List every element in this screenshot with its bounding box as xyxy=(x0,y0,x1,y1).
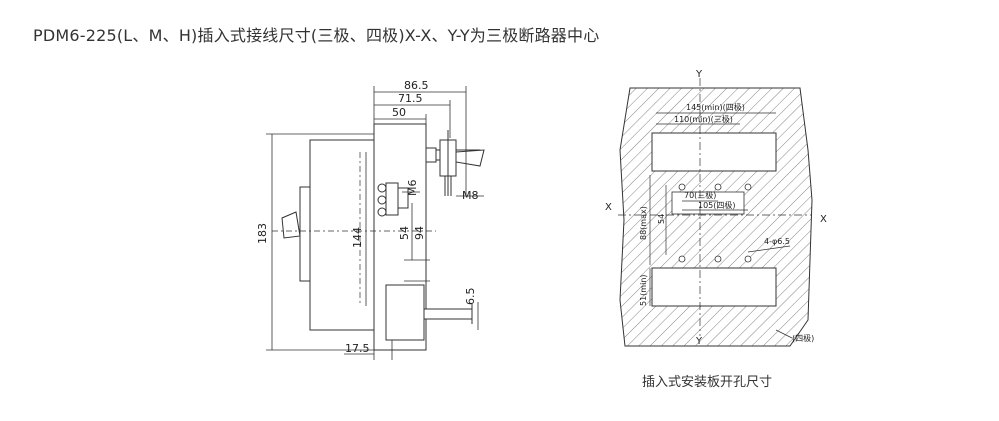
dim-17-5: 17.5 xyxy=(345,342,370,355)
axis-y-top: Y xyxy=(695,69,703,80)
dim-m6: M6 xyxy=(406,180,419,197)
panel-cutout-dimensions: Y Y X X 145(min)(四极) 110(min)(三极) 70(三极)… xyxy=(605,69,827,347)
dim-54: 54 xyxy=(398,226,411,240)
dim-94: 94 xyxy=(413,226,426,240)
dim-50: 50 xyxy=(392,106,406,119)
dim-71-5: 71.5 xyxy=(398,92,423,105)
axis-y-bottom: Y xyxy=(695,336,703,347)
axis-x-right: X xyxy=(820,214,827,225)
dim-70: 70(三极) xyxy=(684,190,716,200)
panel-cutout-drawing xyxy=(618,78,813,347)
breaker-front-cover xyxy=(299,186,311,282)
breaker-handle xyxy=(281,211,301,239)
side-view-drawing xyxy=(266,86,485,360)
mount-hole-2 xyxy=(714,183,722,191)
cutout-lower xyxy=(651,267,777,307)
mount-hole-3 xyxy=(744,183,752,191)
cutout-center xyxy=(671,191,745,215)
dim-m8: M8 xyxy=(462,189,479,202)
dim-144: 144 xyxy=(351,227,364,248)
dim-110: 110(min)(三极) xyxy=(674,114,733,124)
holes-label: 4-φ6.5 xyxy=(764,237,790,246)
mount-hole-5 xyxy=(714,255,722,263)
dim-86-5: 86.5 xyxy=(404,79,429,92)
dim-51: 51(min) xyxy=(639,274,648,306)
axis-x-left: X xyxy=(605,202,612,213)
dim-6-5: 6.5 xyxy=(464,288,477,306)
cutout-caption: 插入式安装板开孔尺寸 xyxy=(642,375,773,390)
dim-88: 88(max) xyxy=(639,206,648,240)
side-view-dimensions: 86.5 71.5 50 M8 183 144 54 94 M6 6.5 17.… xyxy=(256,79,479,355)
breaker-body xyxy=(309,139,375,331)
mount-hole-4 xyxy=(678,255,686,263)
four-pole-label: (四极) xyxy=(792,333,814,343)
page-title: PDM6-225(L、M、H)插入式接线尺寸(三极、四极)X-X、Y-Y为三极断… xyxy=(33,26,600,45)
mounting-plate xyxy=(619,87,813,347)
dim-145: 145(min)(四极) xyxy=(686,102,745,112)
dim-105: 105(四极) xyxy=(698,200,736,210)
dim-54-panel: 54 xyxy=(657,214,666,224)
mount-hole-6 xyxy=(744,255,752,263)
dim-183: 183 xyxy=(256,223,269,244)
cutout-upper xyxy=(651,132,777,172)
mount-hole-1 xyxy=(678,183,686,191)
